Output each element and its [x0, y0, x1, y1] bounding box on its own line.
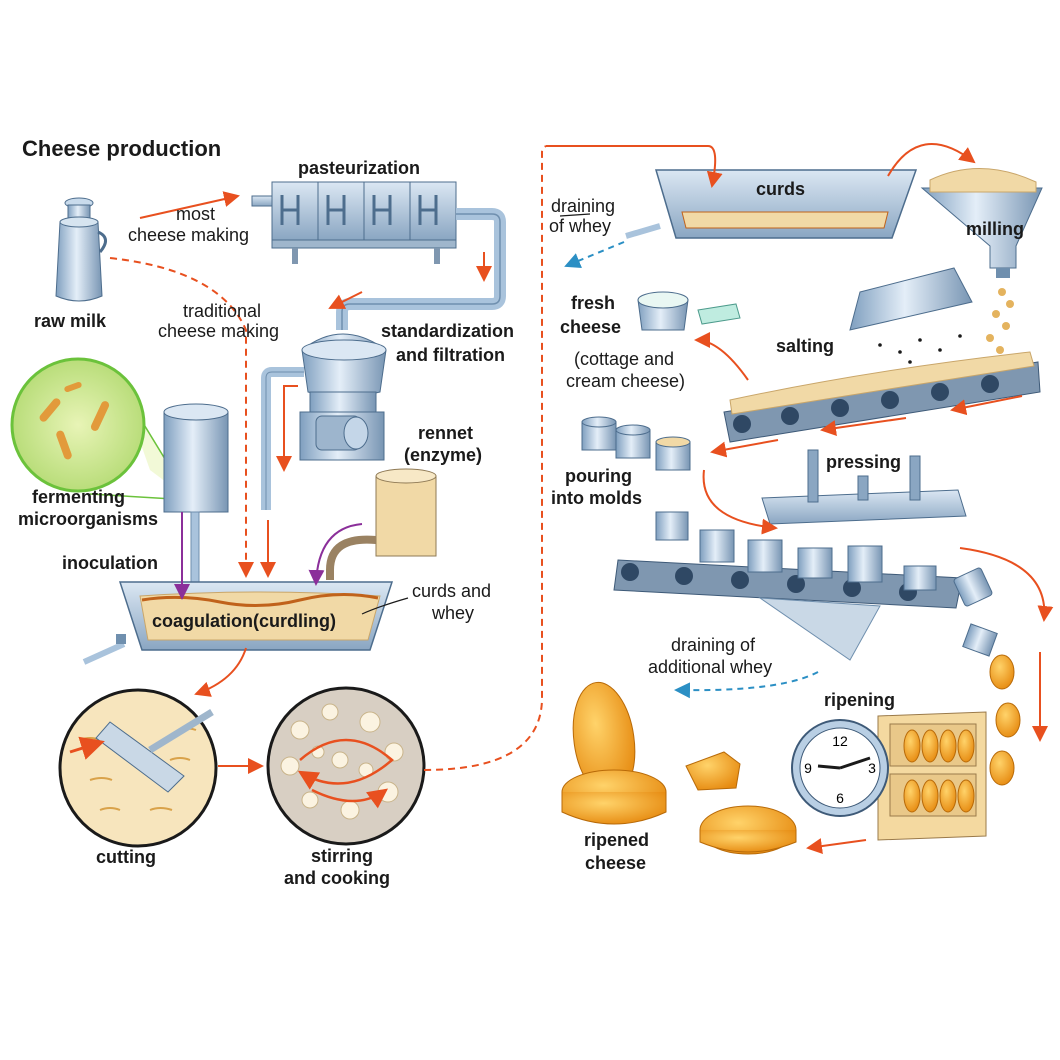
- mold-cups-icon: [581, 416, 691, 471]
- pressing-label: pressing: [826, 452, 902, 472]
- cream-cheese-label: cream cheese): [566, 371, 686, 391]
- clock-numeral-12: 12: [832, 733, 848, 749]
- ripening-label: ripening: [824, 690, 895, 710]
- separator-icon: [261, 333, 387, 510]
- pasteurizer-icon: [251, 181, 506, 330]
- clock-numeral-9: 9: [804, 760, 812, 776]
- stirring-magnifier-icon: [266, 686, 426, 846]
- whey-label: whey: [432, 603, 475, 623]
- mill-hopper-icon: [920, 168, 1043, 354]
- curds-and-label: curds and: [412, 581, 492, 601]
- clock-numeral-3: 3: [868, 760, 876, 776]
- and-cooking-label: and cooking: [284, 868, 391, 888]
- ripening-shelf-icon: [877, 711, 987, 841]
- curds-trough-icon: [625, 169, 918, 239]
- curds-label: curds: [756, 179, 806, 199]
- falling-cheese-icon: [953, 567, 1021, 786]
- additional-whey-label: additional whey: [648, 657, 773, 677]
- ripened-label: ripened: [584, 830, 650, 850]
- ripened-cheese-icon: [561, 681, 797, 855]
- stirring-label: stirring: [311, 846, 374, 866]
- starter-tank-icon: [163, 403, 229, 591]
- microorganisms-label: microorganisms: [18, 509, 159, 529]
- most-cheese-making-label: cheese making: [128, 225, 250, 245]
- coagulation-label: coagulation(curdling): [152, 611, 336, 631]
- inoculation-label: inoculation: [62, 553, 158, 573]
- standardization-label: standardization: [381, 321, 515, 341]
- microorganism-magnifier-icon: [10, 357, 191, 501]
- most-label: most: [176, 204, 216, 224]
- fresh-cheese-label: cheese: [560, 317, 622, 337]
- whey-drain-arrows: [564, 241, 819, 699]
- fresh-label: fresh: [571, 293, 616, 313]
- milling-label: milling: [966, 219, 1024, 239]
- pasteurization-label: pasteurization: [298, 158, 421, 178]
- cutting-label: cutting: [96, 847, 156, 867]
- draining-additional-label: draining of: [671, 635, 756, 655]
- rennet-label: rennet: [418, 423, 474, 443]
- raw-milk-label: raw milk: [34, 311, 107, 331]
- salting-label: salting: [776, 336, 835, 356]
- fermenting-label: fermenting: [32, 487, 126, 507]
- salting-conveyor-icon: [723, 267, 1041, 443]
- process-arrows: [109, 143, 1054, 855]
- traditional-cheese-making-label: cheese making: [158, 321, 280, 341]
- label-leaders: [361, 213, 591, 615]
- rennet-tank-icon: [326, 468, 437, 580]
- pressing-conveyor-icon: [613, 449, 967, 661]
- clock-numeral-6: 6: [836, 790, 844, 806]
- traditional-label: traditional: [183, 301, 262, 321]
- of-whey-label: of whey: [549, 216, 612, 236]
- cutting-magnifier-icon: [58, 688, 218, 848]
- ripened-cheese-label: cheese: [585, 853, 647, 873]
- pouring-label: pouring: [565, 466, 632, 486]
- draining-label: draining: [551, 196, 616, 216]
- enzyme-label: (enzyme): [404, 445, 483, 465]
- and-filtration-label: and filtration: [396, 345, 505, 365]
- cottage-and-label: (cottage and: [574, 349, 675, 369]
- into-molds-label: into molds: [551, 488, 642, 508]
- milk-can-icon: [55, 197, 107, 302]
- page-title: Cheese production: [22, 136, 222, 161]
- clock-icon: 12 3 6 9: [791, 719, 889, 817]
- purple-arrows: [174, 512, 363, 600]
- fresh-cheese-icon: [637, 291, 741, 331]
